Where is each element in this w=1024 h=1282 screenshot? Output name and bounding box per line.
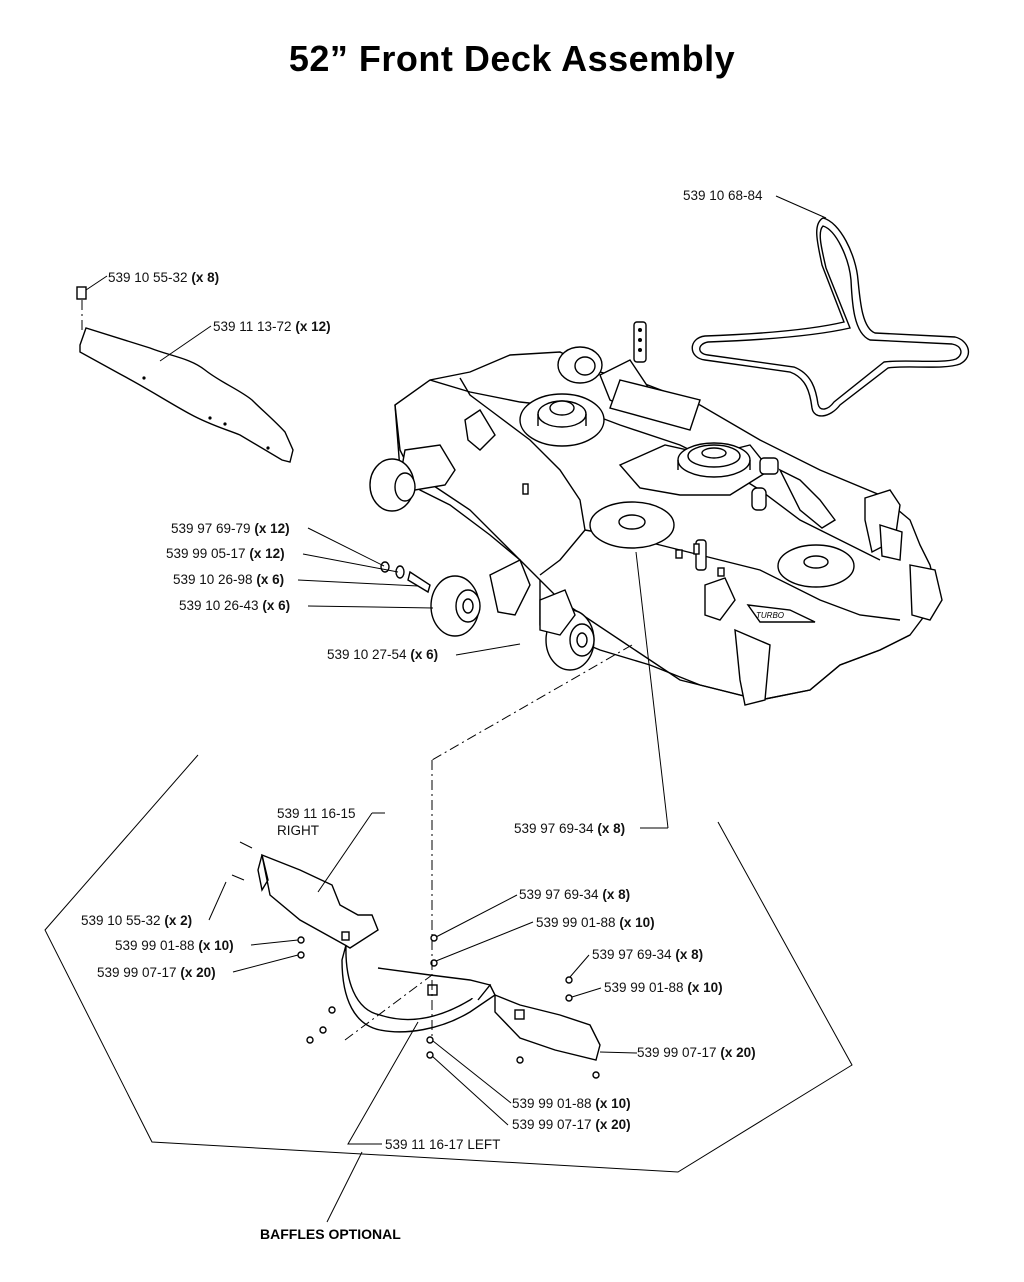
callout-labels: 539 10 68-84 539 10 55-32 (x 8) 539 11 1… [81, 188, 763, 1242]
callout-spacer-26-98: 539 10 26-98 (x 6) [173, 572, 284, 587]
callout-washer-01-88-b: 539 99 01-88 (x 10) [536, 915, 655, 930]
callout-washer-05-17: 539 99 05-17 (x 12) [166, 546, 285, 561]
callout-nut-69-79: 539 97 69-79 (x 12) [171, 521, 290, 536]
callout-washer-01-88-a: 539 99 01-88 (x 10) [115, 938, 234, 953]
callout-washer-01-88-c: 539 99 01-88 (x 10) [604, 980, 723, 995]
callout-baffle-left: 539 11 16-17 LEFT [385, 1137, 500, 1152]
callout-blade-bolt: 539 10 55-32 (x 8) [108, 270, 219, 285]
baffles-optional-caption: BAFFLES OPTIONAL [260, 1226, 401, 1242]
wheel-hardware [380, 561, 431, 594]
baffles [231, 841, 601, 1079]
callout-wheel-26-43: 539 10 26-43 (x 6) [179, 598, 290, 613]
callout-washer-07-17-a: 539 99 07-17 (x 20) [97, 965, 216, 980]
mower-blade [76, 286, 294, 463]
assembly-lines [344, 644, 633, 1041]
callout-nut-69-34-b: 539 97 69-34 (x 8) [519, 887, 630, 902]
drive-belt [691, 217, 970, 417]
callout-washer-07-17-b: 539 99 07-17 (x 20) [637, 1045, 756, 1060]
callout-belt: 539 10 68-84 [683, 188, 763, 203]
callout-washer-01-88-d: 539 99 01-88 (x 10) [512, 1096, 631, 1111]
callout-baffle-right: 539 11 16-15 [277, 806, 356, 821]
deck-decal: TURBO [756, 611, 784, 620]
baffle-group-outline [44, 754, 853, 1173]
callout-baffle-right-side: RIGHT [277, 823, 319, 838]
callout-nut-69-34-deck: 539 97 69-34 (x 8) [514, 821, 625, 836]
page-title: 52” Front Deck Assembly [288, 38, 736, 79]
leader-lines [85, 195, 827, 1223]
callout-baffle-bolt: 539 10 55-32 (x 2) [81, 913, 192, 928]
callout-blade: 539 11 13-72 (x 12) [213, 319, 331, 334]
mower-deck: TURBO [369, 321, 943, 706]
callout-bolt-27-54: 539 10 27-54 (x 6) [327, 647, 438, 662]
callout-washer-07-17-c: 539 99 07-17 (x 20) [512, 1117, 631, 1132]
callout-nut-69-34-c: 539 97 69-34 (x 8) [592, 947, 703, 962]
